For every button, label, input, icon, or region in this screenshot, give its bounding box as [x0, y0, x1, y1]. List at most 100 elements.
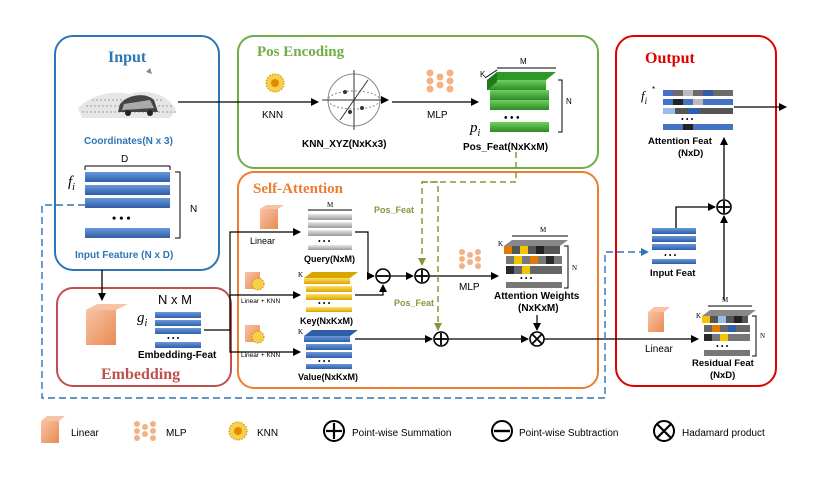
attention-feat-stack: • • •	[663, 90, 733, 130]
pos-feat-label: Pos_Feat(NxKxM)	[463, 142, 548, 153]
linear-knn-label-key: Linear + KNN	[241, 298, 281, 305]
embedding-feat-stack: • • •	[155, 312, 201, 348]
pos-feat-label-arrow-1: Pos_Feat	[374, 205, 414, 215]
embedding-feat-label: Embedding-Feat	[138, 350, 217, 361]
value-stack: K • • •	[298, 328, 358, 369]
query-stack: M • • •	[308, 201, 352, 250]
pi-label: pi	[469, 120, 481, 139]
pos-feat-dots: • • •	[504, 113, 520, 124]
dim-m-label-attn: M	[540, 226, 547, 234]
fi-star-label: fi	[641, 88, 648, 106]
svg-text:*: *	[652, 85, 655, 94]
attention-weights-stack: M K • • • N	[498, 226, 577, 289]
linear-box-query	[260, 205, 284, 229]
legend-sub-label: Point-wise Subtraction	[519, 428, 619, 439]
output-panel-title: Output	[645, 50, 695, 67]
input-feature-label: Input Feature (N x D)	[75, 250, 173, 261]
attn-weights-dots: • • •	[520, 274, 533, 283]
residual-feat-dots: • • •	[716, 342, 729, 351]
dim-k-label-attn: K	[498, 240, 503, 248]
self-attention-panel	[237, 171, 599, 389]
dim-d-label: D	[121, 154, 128, 165]
knn-label-pos: KNN	[262, 110, 283, 121]
input-panel-title: Input	[108, 49, 147, 66]
mlp-icon-pos	[426, 69, 454, 93]
legend-hadamard-icon	[653, 420, 675, 442]
summation-operator-1	[414, 268, 430, 284]
value-dots: • • •	[318, 357, 331, 366]
legend-sum-icon	[323, 420, 345, 442]
dim-k-label-pos: K	[480, 70, 486, 79]
key-stack: K • • •	[298, 271, 358, 312]
dim-k-label-key: K	[298, 271, 303, 279]
query-label: Query(NxM)	[304, 254, 355, 264]
gi-label: gi	[137, 310, 148, 329]
legend-sum-label: Point-wise Summation	[352, 428, 451, 439]
legend: Linear MLP KNN Point-wise Summation Poin…	[41, 416, 765, 443]
embedding-panel	[56, 287, 232, 387]
point-cloud-image	[78, 68, 176, 118]
knn-icon-pos	[265, 73, 285, 93]
key-dots: • • •	[318, 299, 331, 308]
knn-xyz-label: KNN_XYZ(NxKx3)	[302, 139, 386, 150]
mlp-label-attention: MLP	[459, 282, 480, 293]
attention-feat-dim-label: (NxD)	[678, 148, 703, 159]
arrow-embedding-to-qkv	[204, 228, 301, 331]
linear-knn-box-value	[245, 325, 265, 344]
input-feature-dots: • • •	[112, 211, 131, 225]
pos-encoding-panel-title: Pos Encoding	[257, 44, 345, 60]
attention-weights-label: Attention Weights	[494, 291, 580, 302]
pos-feat-label-arrow-2: Pos_Feat	[394, 298, 434, 308]
dim-k-label-value: K	[298, 328, 303, 336]
linear-label-query: Linear	[250, 236, 275, 246]
subtraction-operator	[375, 268, 391, 284]
input-feat-stack-output: • • •	[652, 228, 696, 264]
attention-feat-dots: • • •	[681, 115, 694, 124]
attention-feat-label: Attention Feat	[648, 136, 713, 147]
legend-sub-icon	[491, 420, 513, 442]
embedding-dots: • • •	[167, 334, 180, 343]
pos-feat-stack: M K • • • N	[480, 57, 572, 133]
legend-mlp-label: MLP	[166, 428, 187, 439]
linear-knn-label-value: Linear + KNN	[241, 352, 281, 359]
n-x-m-label: N x M	[158, 292, 192, 307]
mlp-icon-attention	[459, 249, 481, 269]
attention-weights-dim-label: (NxKxM)	[518, 303, 559, 314]
mlp-label-pos: MLP	[427, 110, 448, 121]
dim-n-label-pos: N	[566, 97, 572, 106]
legend-mlp-icon	[134, 421, 156, 441]
legend-knn-label: KNN	[257, 428, 278, 439]
legend-linear-label: Linear	[71, 428, 99, 439]
legend-knn-icon	[228, 421, 248, 441]
pos-feat-dashed-arrow	[418, 152, 517, 266]
embedding-panel-title: Embedding	[101, 366, 180, 383]
query-dots: • • •	[318, 237, 331, 246]
input-panel	[54, 35, 220, 271]
input-feat-dots: • • •	[664, 251, 677, 260]
dim-m-label-query: M	[327, 201, 334, 209]
summation-operator-output	[716, 199, 732, 215]
dim-n-label-input: N	[190, 204, 197, 215]
dim-m-label-pos: M	[520, 57, 527, 66]
linear-knn-box-key	[245, 272, 265, 291]
dim-m-label-res: M	[722, 296, 729, 304]
legend-linear-icon	[41, 416, 65, 443]
residual-feat-label: Residual Feat	[692, 358, 755, 369]
linear-box-output	[648, 307, 670, 332]
input-feature-stack: D • • • N	[84, 154, 197, 239]
self-attention-panel-title: Self-Attention	[253, 181, 344, 197]
dim-n-label-res: N	[760, 332, 765, 340]
input-feat-label: Input Feat	[650, 268, 696, 279]
hadamard-operator	[529, 331, 545, 347]
dim-k-label-res: K	[696, 312, 701, 320]
summation-operator-2	[433, 331, 449, 347]
fi-label: fi	[68, 174, 75, 193]
linear-label-output: Linear	[645, 344, 673, 355]
residual-feat-dim-label: (NxD)	[710, 370, 735, 381]
residual-feat-stack: M K • • • N	[696, 296, 765, 357]
key-label: Key(NxKxM)	[300, 316, 353, 326]
knn-xyz-sphere	[322, 70, 389, 130]
legend-hadamard-label: Hadamard product	[682, 428, 765, 439]
skip-connection-dashed	[41, 204, 649, 399]
